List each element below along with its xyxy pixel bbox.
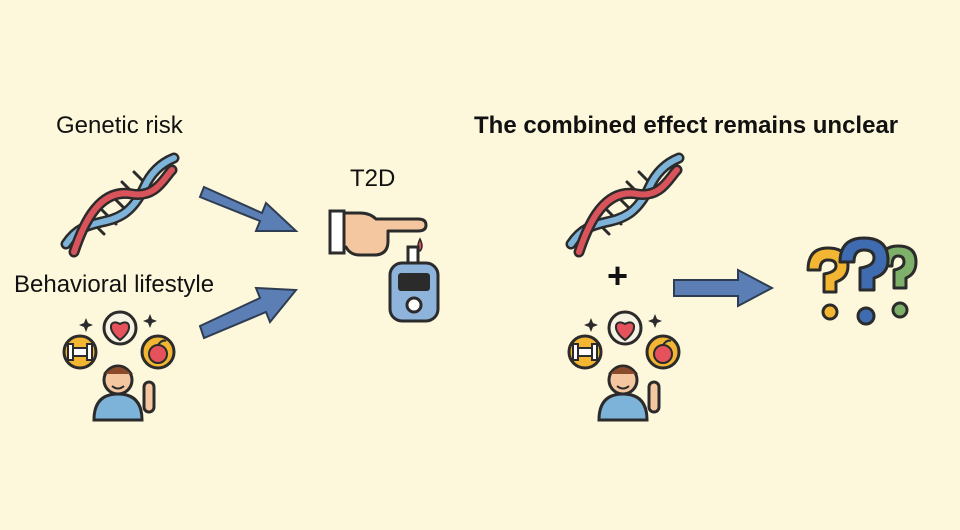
glucose-meter-icon <box>388 245 440 323</box>
lifestyle-person-icon <box>567 310 681 422</box>
genetic-risk-label: Genetic risk <box>56 112 183 139</box>
question-marks-icon <box>806 236 918 326</box>
behavioral-lifestyle-label: Behavioral lifestyle <box>14 271 215 298</box>
plus-sign: + <box>607 255 629 296</box>
dna-icon <box>565 152 685 258</box>
arrow-genetic-to-t2d <box>198 185 299 232</box>
arrow-combined-to-outcome <box>673 268 775 308</box>
t2d-label: T2D <box>350 165 396 192</box>
arrow-behavior-to-t2d <box>198 286 299 340</box>
finger-prick-icon <box>328 209 428 257</box>
dna-icon <box>60 152 180 258</box>
combined-effect-heading: The combined effect remains unclear <box>474 112 899 139</box>
lifestyle-person-icon <box>62 310 176 422</box>
